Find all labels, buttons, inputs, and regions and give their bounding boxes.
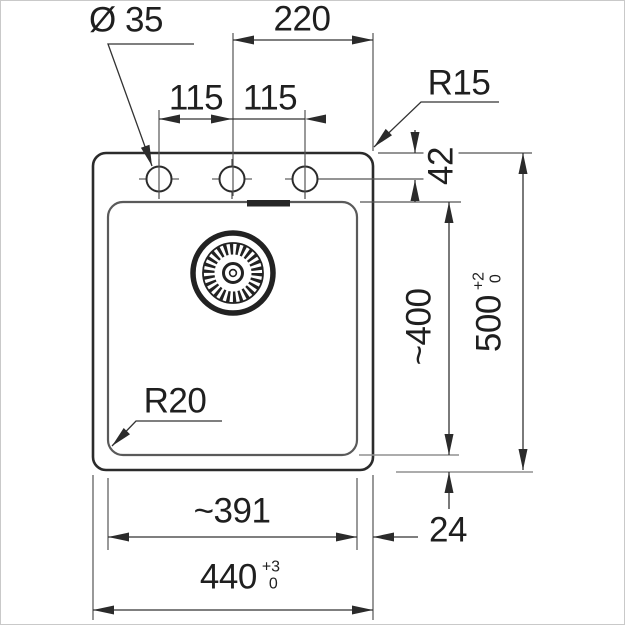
leader-hole-diameter bbox=[107, 43, 194, 167]
overflow-slot bbox=[247, 200, 290, 207]
tolerance-upper: +2 bbox=[470, 271, 488, 291]
label-radius-r15: R15 bbox=[427, 63, 491, 103]
leader-r15 bbox=[373, 101, 499, 148]
dimension-lines bbox=[93, 39, 524, 611]
label-dim-500: 500 +2 0 bbox=[469, 271, 509, 353]
label-dim-440-tolerance: +3 0 bbox=[261, 558, 281, 593]
tolerance-lower: 0 bbox=[487, 274, 504, 284]
drain-strainer bbox=[190, 230, 276, 316]
label-dim-400: ~400 bbox=[399, 288, 439, 366]
label-dim-440: 440 +3 0 bbox=[199, 557, 281, 597]
label-hole-diameter: Ø 35 bbox=[89, 0, 163, 40]
label-dim-440-value: 440 bbox=[199, 557, 257, 597]
label-dim-42: 42 bbox=[421, 145, 461, 187]
label-radius-r20: R20 bbox=[143, 381, 207, 421]
label-dim-115-left: 115 bbox=[168, 78, 224, 118]
label-dim-115-right: 115 bbox=[242, 78, 298, 118]
label-dim-220: 220 bbox=[273, 0, 331, 39]
extension-lines-light bbox=[359, 454, 533, 473]
faucet-hole-center bbox=[218, 165, 246, 193]
label-dim-24: 24 bbox=[429, 510, 467, 550]
label-dim-500-tolerance: +2 0 bbox=[470, 271, 505, 291]
label-dim-391: ~391 bbox=[193, 491, 271, 531]
tolerance-lower: 0 bbox=[268, 575, 278, 592]
label-dim-500-value: 500 bbox=[469, 295, 509, 353]
arrowheads bbox=[93, 35, 528, 615]
tolerance-upper: +3 bbox=[261, 558, 281, 576]
sink-bowl-outline bbox=[106, 200, 359, 457]
